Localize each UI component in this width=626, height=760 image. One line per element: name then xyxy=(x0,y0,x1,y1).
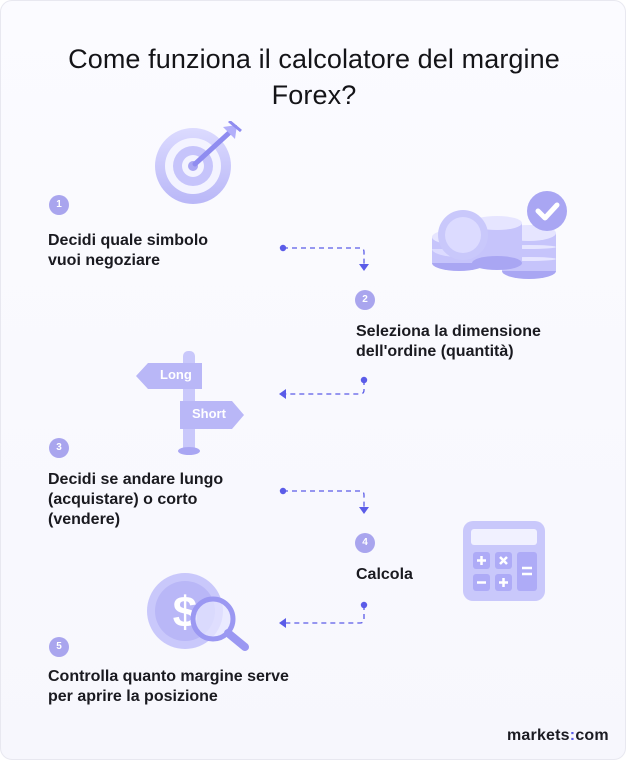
step-1-badge: 1 xyxy=(49,195,69,215)
step-3-badge: 3 xyxy=(49,438,69,458)
connector-1-2 xyxy=(283,247,365,264)
step-4-badge: 4 xyxy=(355,533,375,553)
step-5-badge: 5 xyxy=(49,637,69,657)
step-4-text: Calcola xyxy=(356,566,413,583)
dollar-magnifier-icon: $ xyxy=(147,573,249,651)
page-title: Come funziona il calcolatore del margine… xyxy=(1,41,625,113)
signpost-icon: Long Short xyxy=(136,351,246,456)
connector-1-arrow xyxy=(359,264,369,271)
calculator-icon xyxy=(463,521,545,601)
connector-3-start-dot xyxy=(279,487,287,495)
title-line-2: Forex? xyxy=(271,80,357,110)
target-icon xyxy=(155,121,242,204)
connector-2-arrow xyxy=(279,389,286,399)
connector-2-start-dot xyxy=(360,376,368,384)
sign-long-label: Long xyxy=(160,367,192,382)
sign-short-label: Short xyxy=(192,406,226,421)
connector-4-5 xyxy=(286,605,365,624)
connector-1-start-dot xyxy=(279,244,287,252)
connector-3-4 xyxy=(283,490,365,507)
connector-4-arrow xyxy=(279,618,286,628)
step-2-text: Seleziona la dimensione dell'ordine (qua… xyxy=(356,323,541,360)
connector-2-3 xyxy=(286,380,365,395)
connector-3-arrow xyxy=(359,507,369,514)
title-line-1: Come funziona il calcolatore del margine xyxy=(68,44,560,74)
step-3-text: Decidi se andare lungo (acquistare) o co… xyxy=(48,471,224,528)
step-1-text: Decidi quale simbolo vuoi negoziare xyxy=(48,232,209,269)
step-5-text: Controlla quanto margine serve per aprir… xyxy=(48,668,289,705)
step-2-badge: 2 xyxy=(355,290,375,310)
connector-4-start-dot xyxy=(360,601,368,609)
markets-logo: markets:com xyxy=(507,727,609,744)
coins-check-icon xyxy=(432,191,567,279)
